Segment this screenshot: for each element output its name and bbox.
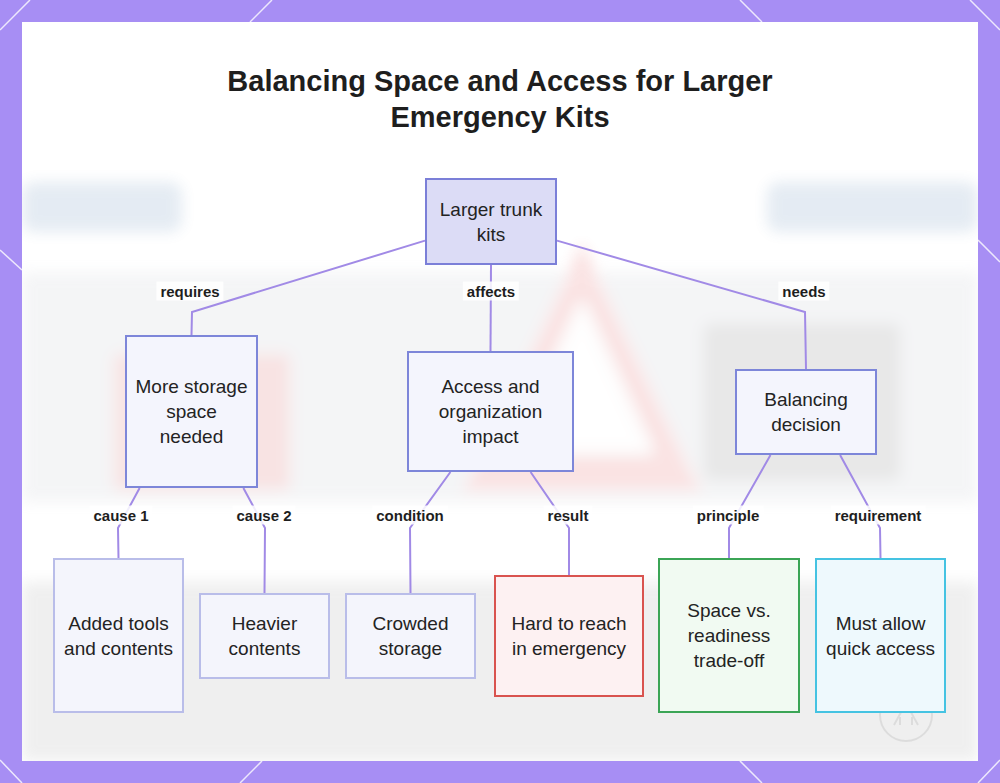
requirement-box: Must allow quick access <box>815 558 946 713</box>
connector-line <box>243 488 265 593</box>
edge-label: condition <box>372 506 448 525</box>
connector-line <box>192 241 426 335</box>
edge-label: result <box>544 506 593 525</box>
edge-label: requirement <box>831 506 926 525</box>
node-text: Access and organization impact <box>417 374 564 449</box>
leaf-box: Added tools and contents <box>53 558 184 713</box>
node-text: Crowded storage <box>355 611 466 661</box>
warning-box: Hard to reach in emergency <box>494 575 644 697</box>
edge-label: cause 1 <box>89 506 152 525</box>
edge-label: requires <box>156 282 223 301</box>
node-text: Heavier contents <box>209 611 320 661</box>
edge-label: principle <box>693 506 764 525</box>
branch-box: Balancing decision <box>735 369 877 455</box>
node-text: Space vs. readiness trade-off <box>668 598 790 673</box>
branch-box: Access and organization impact <box>407 351 574 472</box>
node-text: Hard to reach in emergency <box>504 611 634 661</box>
leaf-box: Crowded storage <box>345 593 476 679</box>
node-text: Balancing decision <box>745 387 867 437</box>
edge-label: cause 2 <box>232 506 295 525</box>
branch-box: More storage space needed <box>125 335 258 488</box>
edge-label: needs <box>778 282 829 301</box>
node-text: Added tools and contents <box>63 611 174 661</box>
node-text: Must allow quick access <box>825 611 936 661</box>
node-text: More storage space needed <box>135 374 248 449</box>
connector-line <box>410 472 450 593</box>
edge-label: affects <box>463 282 519 301</box>
connector-line <box>490 265 493 351</box>
root-box: Larger trunk kits <box>425 178 557 265</box>
principle-box: Space vs. readiness trade-off <box>658 558 800 713</box>
diagram-title: Balancing Space and Access for Larger Em… <box>150 63 850 135</box>
leaf-box: Heavier contents <box>199 593 330 679</box>
node-text: Larger trunk kits <box>435 197 547 247</box>
connector-line <box>557 241 806 369</box>
